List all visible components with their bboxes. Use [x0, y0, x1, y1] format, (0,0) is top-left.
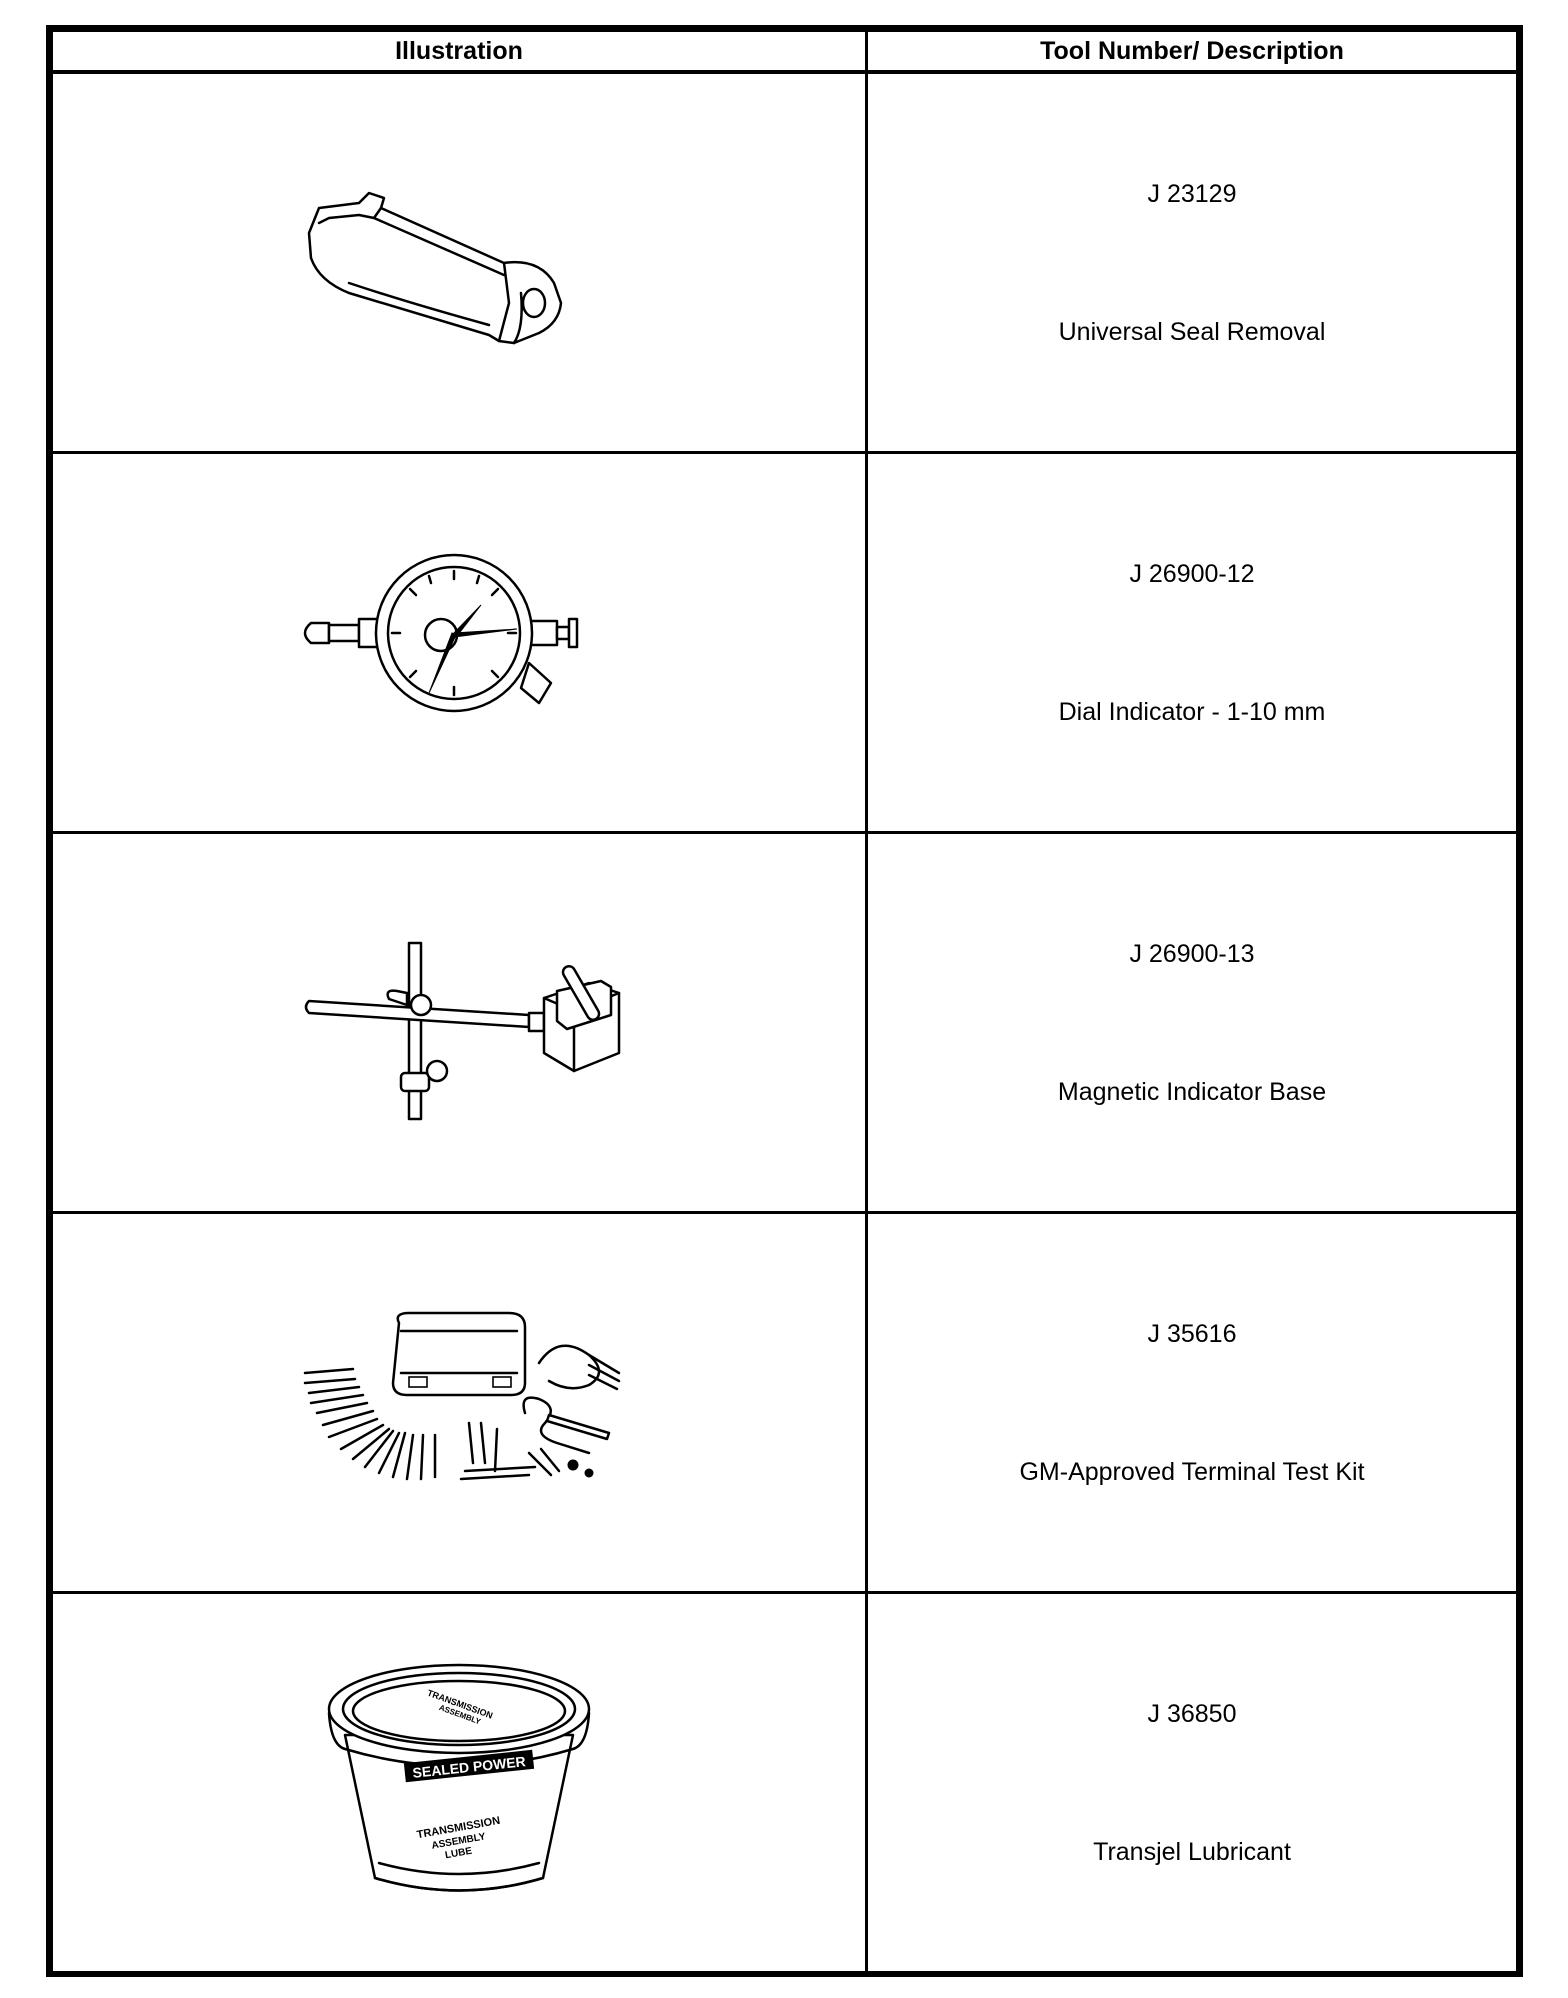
lubricant-tub-icon: SEALED POWER TRANSMISSION ASSEMBLY TRANS… [327, 1663, 591, 1892]
table-header-row: Illustration Tool Number/ Description [50, 29, 1519, 74]
table-row: SEALED POWER TRANSMISSION ASSEMBLY TRANS… [50, 1591, 1519, 1974]
table-row: J 26900-12 Dial Indicator - 1-10 mm [50, 451, 1519, 834]
tool-number: J 26900-13 [1129, 939, 1255, 968]
illustration-cell [50, 70, 868, 454]
column-header-illustration: Illustration [50, 29, 868, 74]
tool-number: J 36850 [1147, 1699, 1237, 1728]
table-row: J 23129 Universal Seal Removal [50, 70, 1519, 454]
magnetic-base-icon [304, 941, 621, 1120]
illustration-cell [50, 831, 868, 1214]
tool-cell: J 36850 Transjel Lubricant [865, 1591, 1519, 1974]
tub-side-label-3: LUBE [444, 1845, 473, 1861]
illustration-cell [50, 451, 868, 834]
dial-indicator-icon [303, 553, 579, 712]
column-header-tool: Tool Number/ Description [865, 29, 1519, 74]
tool-table: Illustration Tool Number/ Description [50, 29, 1519, 1974]
illustration-cell [50, 1211, 868, 1594]
tool-description: GM-Approved Terminal Test Kit [1019, 1457, 1365, 1486]
tool-number: J 23129 [1147, 179, 1237, 208]
table-row: J 35616 GM-Approved Terminal Test Kit [50, 1211, 1519, 1594]
table-row: J 26900-13 Magnetic Indicator Base [50, 831, 1519, 1214]
tool-description: Magnetic Indicator Base [1057, 1077, 1327, 1106]
tool-number: J 35616 [1147, 1319, 1237, 1348]
tool-description: Universal Seal Removal [1058, 317, 1326, 346]
tool-description: Dial Indicator - 1-10 mm [1058, 697, 1326, 726]
tool-table-frame: Illustration Tool Number/ Description [46, 25, 1523, 1977]
illustration-cell: SEALED POWER TRANSMISSION ASSEMBLY TRANS… [50, 1591, 868, 1974]
tool-cell: J 26900-12 Dial Indicator - 1-10 mm [865, 451, 1519, 834]
tool-number: J 26900-12 [1129, 559, 1255, 588]
tool-cell: J 26900-13 Magnetic Indicator Base [865, 831, 1519, 1214]
seal-remover-tool-icon [307, 191, 563, 344]
terminal-test-kit-icon [303, 1311, 621, 1480]
tool-cell: J 23129 Universal Seal Removal [865, 70, 1519, 454]
tool-description: Transjel Lubricant [1093, 1837, 1291, 1866]
tool-cell: J 35616 GM-Approved Terminal Test Kit [865, 1211, 1519, 1594]
